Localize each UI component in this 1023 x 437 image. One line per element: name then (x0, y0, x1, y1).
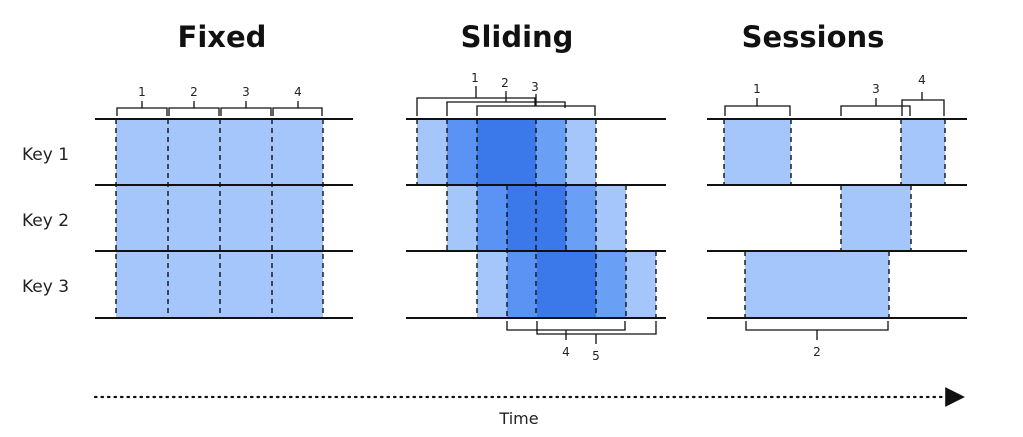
sliding-panel: 1 2 3 4 5 (406, 71, 666, 363)
panel-title-sessions: Sessions (742, 20, 885, 54)
sliding-window-label-4: 4 (562, 345, 570, 359)
session-boundaries (723, 119, 946, 318)
session-key2 (841, 185, 911, 251)
row-label-key2: Key 2 (22, 211, 69, 231)
sliding-window-label-5: 5 (592, 349, 600, 363)
session-key1-second (901, 119, 945, 185)
sliding-row-lines (406, 118, 666, 319)
session-braces (724, 92, 945, 340)
fixed-window-label-4: 4 (294, 85, 302, 99)
sliding-window-label-2: 2 (501, 76, 509, 90)
session-label-3: 3 (872, 82, 880, 96)
row-label-key1: Key 1 (22, 145, 69, 165)
panel-title-sliding: Sliding (461, 20, 574, 54)
time-axis-label: Time (498, 409, 538, 428)
session-key3 (745, 251, 889, 318)
fixed-window-label-2: 2 (190, 85, 198, 99)
session-label-4: 4 (918, 73, 926, 87)
panel-title-fixed: Fixed (178, 20, 267, 54)
sliding-window-label-1: 1 (471, 71, 479, 85)
session-label-2: 2 (813, 345, 821, 359)
sessions-panel: 1 3 4 2 (707, 73, 967, 359)
fixed-window-label-3: 3 (242, 85, 250, 99)
fixed-window-boundaries (115, 119, 324, 318)
fixed-window-label-1: 1 (138, 85, 146, 99)
session-row-lines (707, 118, 967, 319)
fixed-panel: 1 2 3 4 (95, 85, 353, 319)
sliding-bottom-braces (506, 321, 657, 344)
session-label-1: 1 (753, 82, 761, 96)
fixed-row-lines (95, 118, 353, 319)
session-key1-first (724, 119, 791, 185)
sliding-window-label-3: 3 (531, 80, 539, 94)
fixed-window-braces (116, 101, 323, 116)
row-label-key3: Key 3 (22, 277, 69, 297)
sliding-top-braces (416, 86, 596, 116)
sliding-window-boundaries (416, 119, 657, 318)
